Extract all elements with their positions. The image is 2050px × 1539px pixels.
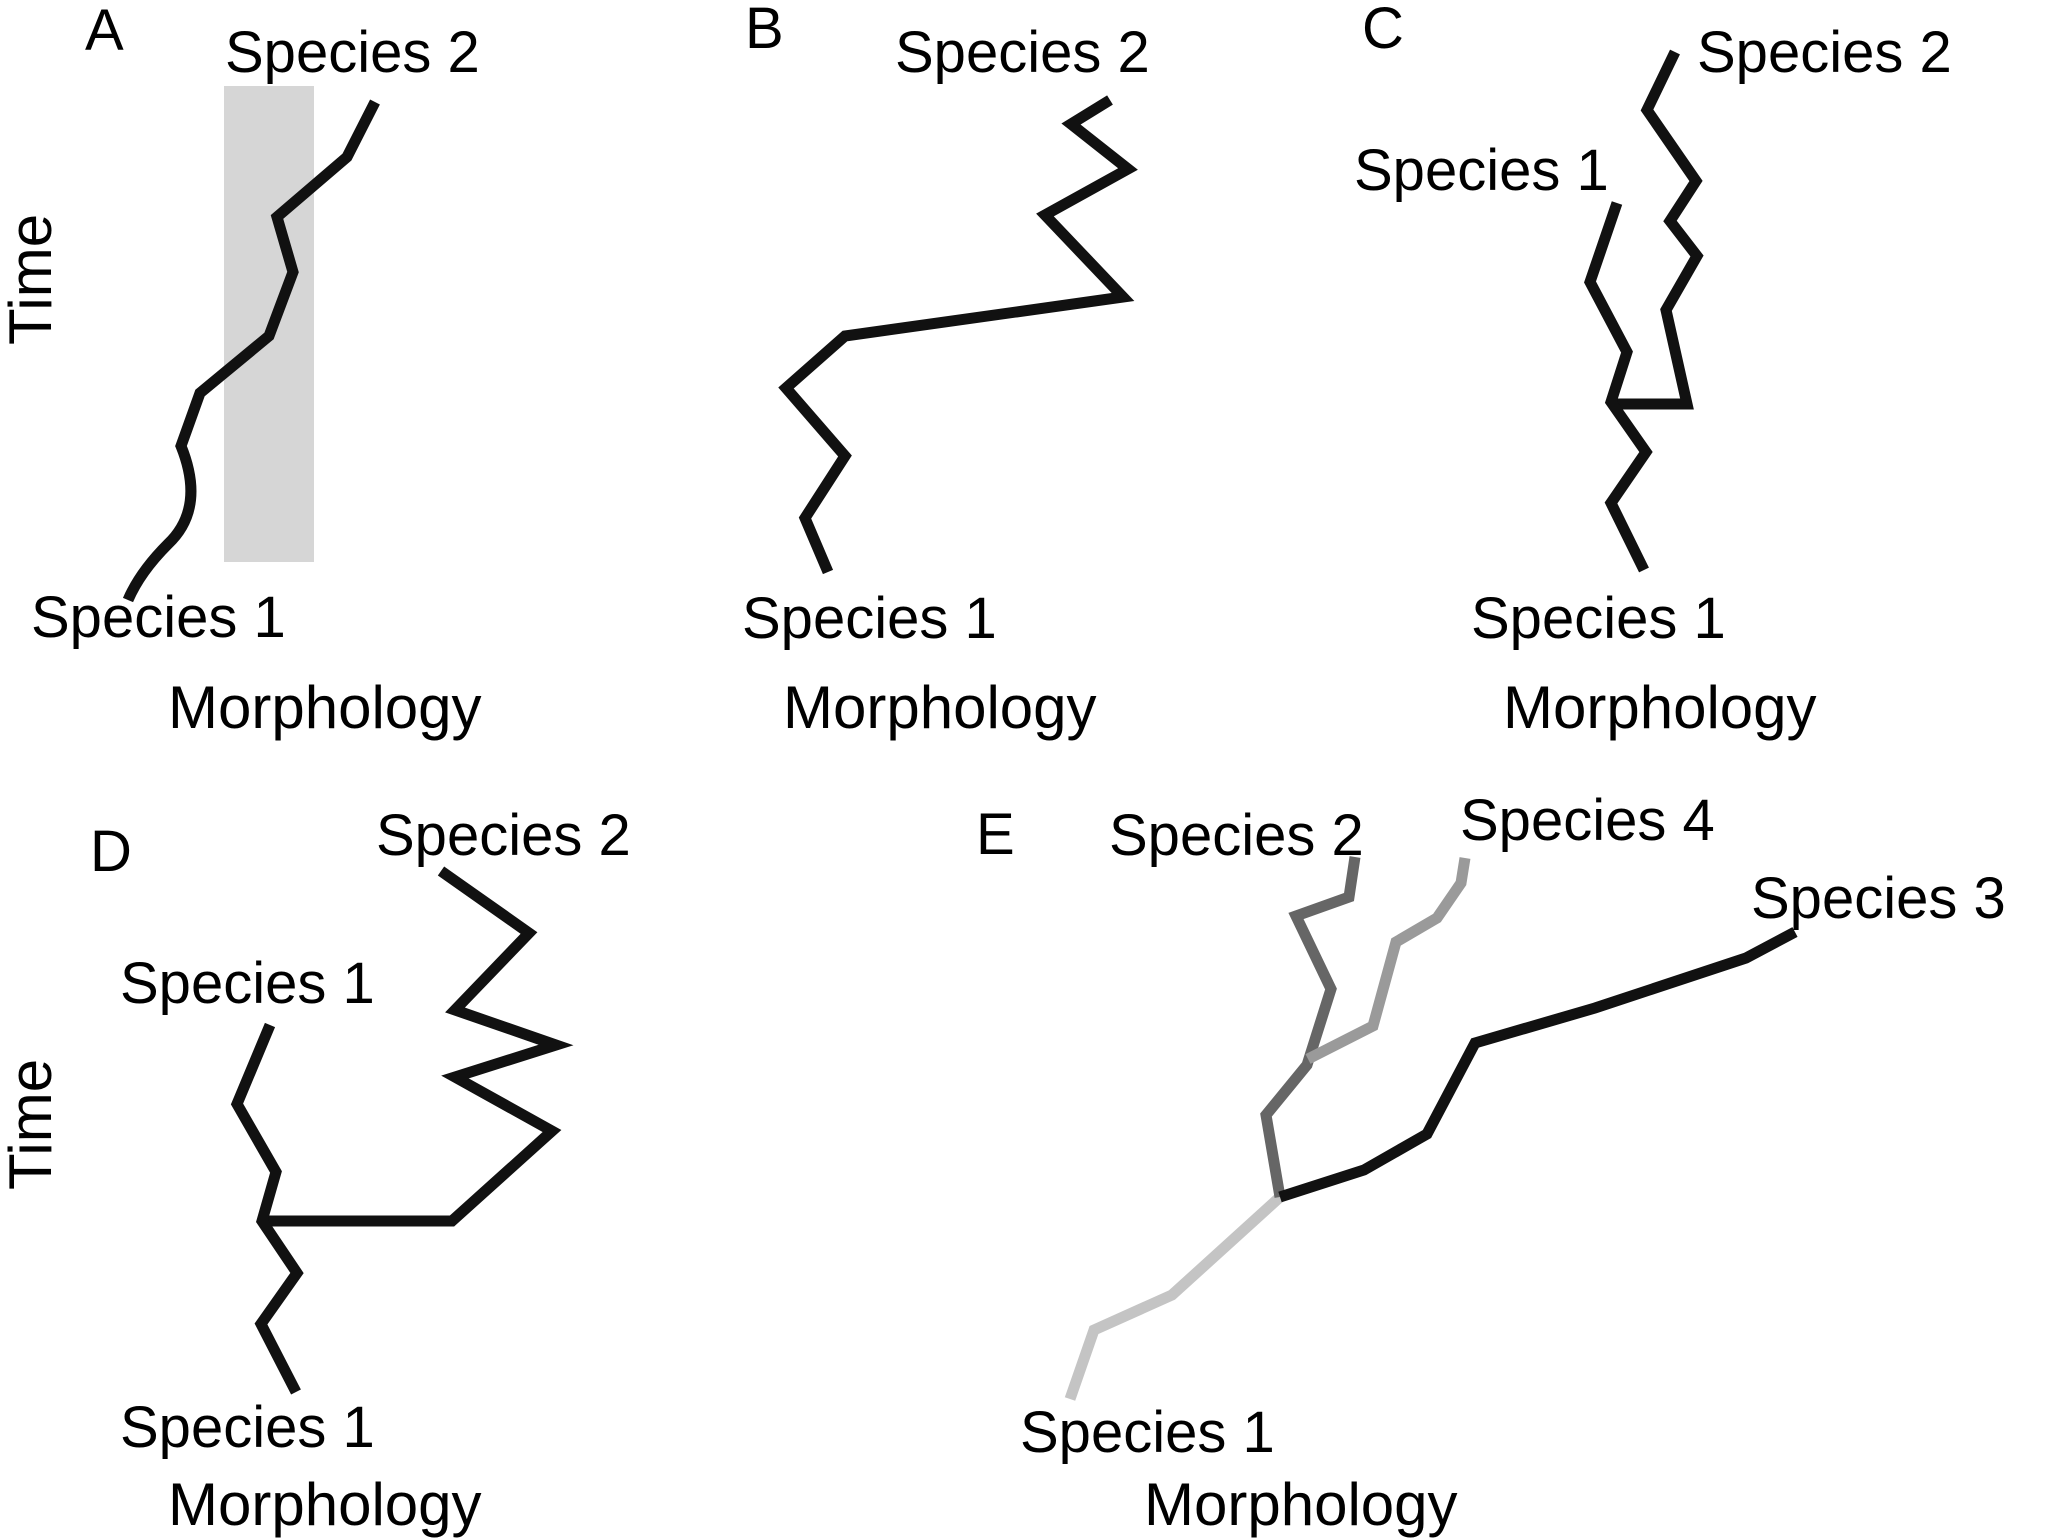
panel-e-letter: E [976,802,1015,867]
panel-b-species-1-label: Species 1 [742,586,997,651]
panel-a: A Species 2 Species 1 Morphology Time [0,0,482,741]
panel-a-morphology-label: Morphology [168,674,482,741]
panel-c-species-2-label: Species 2 [1697,20,1952,85]
panel-d-species-1-upper-label: Species 1 [120,951,375,1016]
panel-a-species-2-label: Species 2 [225,20,480,85]
panel-d-species-2-label: Species 2 [376,803,631,868]
panel-b-letter: B [745,0,784,61]
panel-d-time-label: Time [0,1059,64,1190]
panel-c-species-1-label: Species 1 [1471,586,1726,651]
panel-b-species-2-label: Species 2 [895,20,1150,85]
panel-c-morphology-label: Morphology [1503,674,1817,741]
panel-a-species-1-label: Species 1 [31,585,286,650]
panel-d: D Species 2 Species 1 Species 1 Morpholo… [0,803,631,1538]
panel-e: E Species 2 Species 4 Species 3 Species … [976,788,2006,1538]
panel-b-lineage [778,95,1138,575]
panel-c: C Species 2 Species 1 Species 1 Morpholo… [1354,0,1952,741]
panel-e-lineage-species-4 [1305,857,1471,1064]
panel-e-species-1-label: Species 1 [1020,1400,1275,1465]
panel-d-morphology-label: Morphology [168,1471,482,1538]
panel-c-lineage-species-2 [1613,49,1704,410]
panel-d-lineage-species-1 [230,1022,304,1395]
panel-a-letter: A [85,0,124,63]
panel-e-lineage-species-2 [1260,856,1361,1198]
panel-c-species-1-upper-label: Species 1 [1354,138,1609,203]
panel-e-species-4-label: Species 4 [1460,788,1715,853]
panel-a-lineage [122,99,380,603]
panel-e-lineage-species-3 [1278,927,1798,1203]
panel-d-lineage-species-2 [262,866,574,1227]
panel-e-species-2-label: Species 2 [1109,803,1364,868]
panel-a-time-label: Time [0,214,64,345]
panel-e-species-3-label: Species 3 [1751,866,2006,931]
panel-d-species-1-label: Species 1 [120,1395,375,1460]
panel-c-lineage-species-1 [1584,201,1653,573]
panel-d-letter: D [90,819,132,884]
panel-e-lineage-species-1 [1064,1192,1284,1401]
panel-b: B Species 2 Species 1 Morphology [742,0,1150,741]
panel-c-letter: C [1362,0,1404,61]
panel-b-morphology-label: Morphology [783,674,1097,741]
panel-e-morphology-label: Morphology [1144,1471,1458,1538]
